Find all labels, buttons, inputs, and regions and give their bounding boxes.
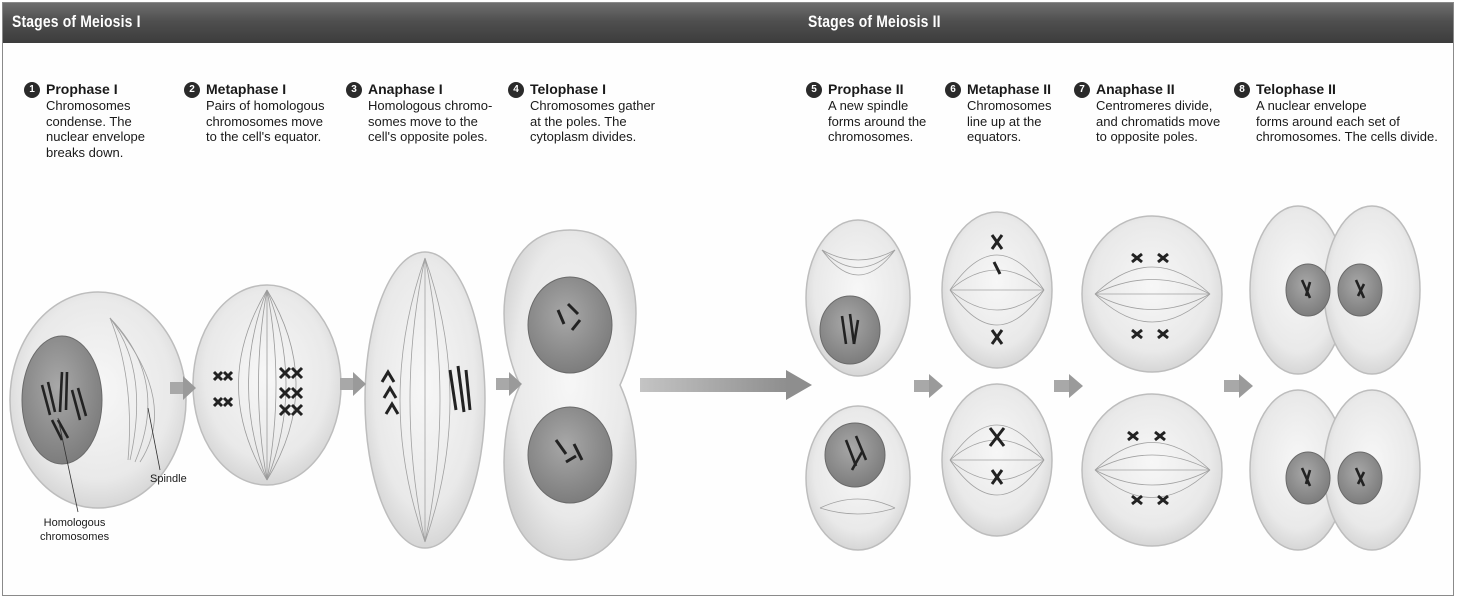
metaphase-2-cell-top [942,212,1052,368]
anaphase-2-cell-bottom [1082,394,1222,546]
long-arrow [640,370,812,400]
homologous-chromosomes-label: Homologous chromosomes [40,516,109,544]
arrow-icon [1054,374,1083,398]
telophase-2-cells-top [1250,206,1420,374]
metaphase-1-cell [193,285,341,485]
telophase-2-cells-bottom [1250,390,1420,550]
anaphase-1-cell [365,252,485,548]
arrow-icon [340,372,366,396]
spindle-label: Spindle [150,472,187,486]
telophase-1-cell [504,230,636,560]
arrow-icon [914,374,943,398]
prophase-2-cell-bottom [806,406,910,550]
anaphase-2-cell-top [1082,216,1222,372]
prophase-2-cell-top [806,220,910,376]
metaphase-2-cell-bottom [942,384,1052,536]
arrow-icon [1224,374,1253,398]
